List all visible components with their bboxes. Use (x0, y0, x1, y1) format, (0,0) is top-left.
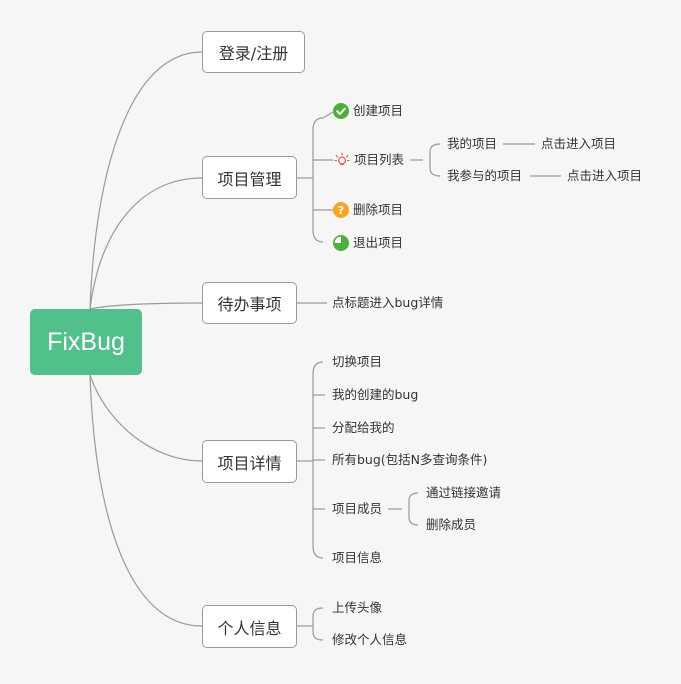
lightbulb-icon (334, 152, 350, 165)
leaf-project-info[interactable]: 项目信息 (332, 550, 383, 565)
leaf-exit-project[interactable]: 退出项目 (353, 235, 404, 250)
leaf-my-projects-action[interactable]: 点击进入项目 (541, 136, 617, 151)
root-node[interactable]: FixBug (30, 309, 142, 375)
root-label: FixBug (47, 327, 125, 356)
pie-progress-icon (333, 235, 349, 251)
leaf-delete-project[interactable]: 删除项目 (353, 202, 404, 217)
leaf-todo-click-title[interactable]: 点标题进入bug详情 (332, 295, 444, 310)
branch-project-detail[interactable]: 项目详情 (202, 440, 297, 483)
leaf-assigned-to-me[interactable]: 分配给我的 (332, 420, 395, 435)
check-circle-icon (333, 103, 349, 119)
branch-label: 个人信息 (217, 618, 282, 638)
leaf-joined-projects[interactable]: 我参与的项目 (447, 168, 523, 183)
leaf-project-list[interactable]: 项目列表 (354, 152, 405, 167)
branch-login-register[interactable]: 登录/注册 (202, 31, 305, 73)
leaf-my-created-bugs[interactable]: 我的创建的bug (332, 387, 419, 402)
branch-label: 项目管理 (217, 169, 282, 189)
branch-label: 待办事项 (217, 295, 282, 314)
leaf-invite-by-link[interactable]: 通过链接邀请 (426, 485, 502, 500)
branch-label: 登录/注册 (218, 44, 289, 63)
leaf-project-members[interactable]: 项目成员 (332, 501, 383, 516)
leaf-switch-project[interactable]: 切换项目 (332, 354, 383, 369)
branch-label: 项目详情 (217, 453, 282, 473)
question-circle-icon: ? (333, 202, 349, 218)
leaf-joined-projects-action[interactable]: 点击进入项目 (567, 168, 643, 183)
svg-text:?: ? (338, 204, 344, 217)
leaf-create-project[interactable]: 创建项目 (353, 103, 404, 118)
branch-todo[interactable]: 待办事项 (202, 282, 297, 324)
leaf-upload-avatar[interactable]: 上传头像 (332, 600, 383, 615)
leaf-edit-personal-info[interactable]: 修改个人信息 (332, 632, 408, 647)
leaf-my-projects[interactable]: 我的项目 (447, 136, 498, 151)
branch-project-management[interactable]: 项目管理 (202, 156, 297, 199)
leaf-all-bugs[interactable]: 所有bug(包括N多查询条件) (332, 452, 488, 467)
branch-personal-info[interactable]: 个人信息 (202, 605, 297, 648)
leaf-remove-member[interactable]: 删除成员 (426, 517, 477, 532)
